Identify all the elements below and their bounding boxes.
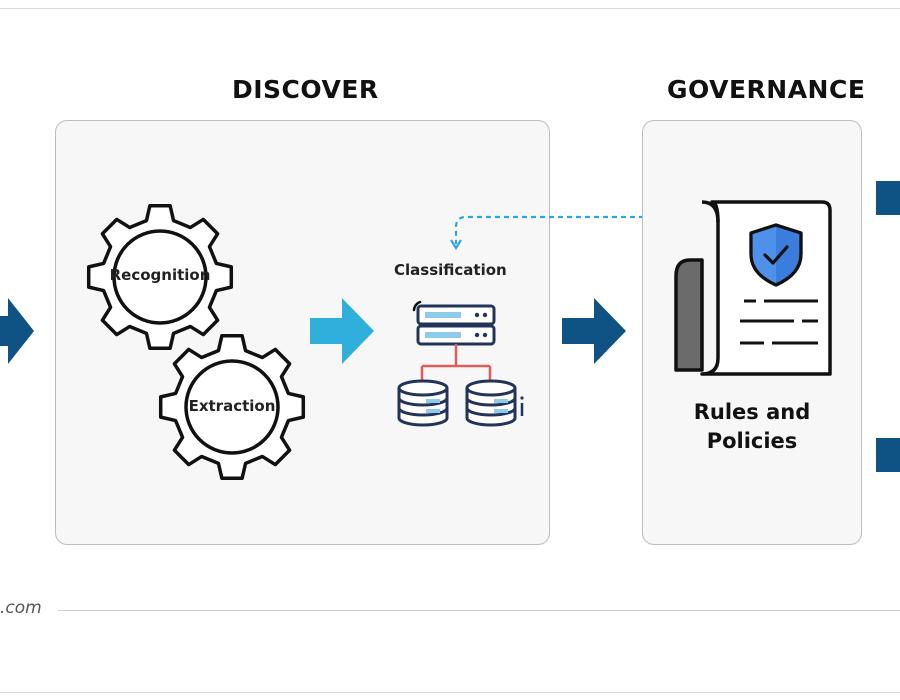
recognition-label: Recognition [109,266,211,284]
bottom-divider [0,692,900,693]
database-icon [397,379,449,427]
footer-divider [58,610,900,611]
server-icon [412,300,496,380]
gear-icon [86,203,234,351]
gear-icon [158,333,306,481]
dashed-connector [450,215,716,251]
arrow-right-icon [876,181,900,215]
arrow-right-icon [876,438,900,472]
footer-url: .com [0,598,42,618]
arrow-right-icon [562,298,626,364]
rules-line-1: Rules and [693,400,811,424]
top-divider [0,8,900,9]
arrow-right-icon [310,298,374,364]
rules-and-policies-label: Rules and Policies [652,398,852,456]
database-icon [465,379,524,427]
extraction-label: Extraction [188,397,276,415]
governance-title: GOVERNANCE [667,75,866,104]
rules-line-2: Policies [706,429,798,453]
arrow-right-icon [0,298,34,364]
discover-title: DISCOVER [232,75,379,104]
classification-label: Classification [394,261,507,279]
shield-check-icon [749,223,803,287]
